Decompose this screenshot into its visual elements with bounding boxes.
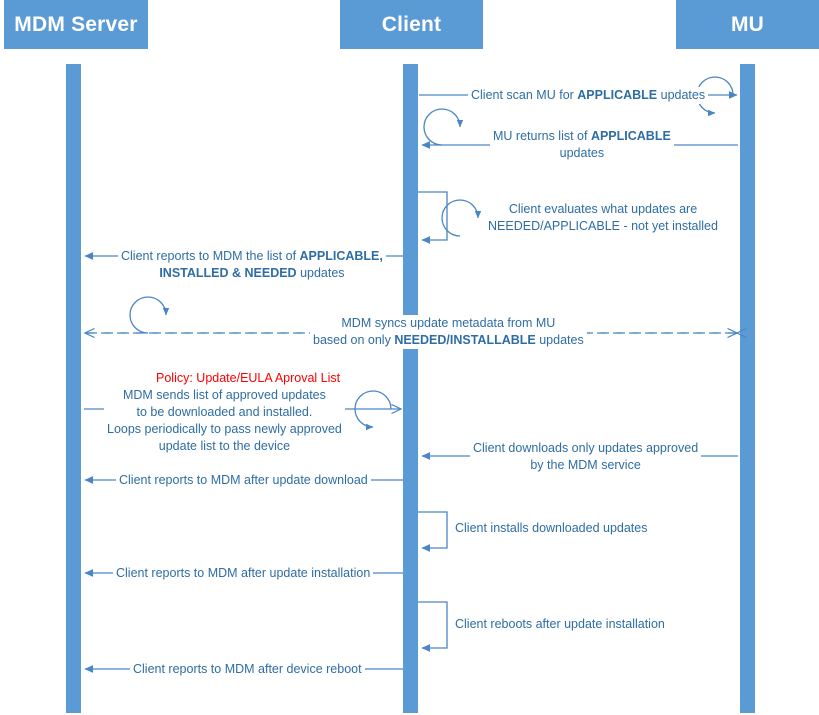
loop-icon-m3 — [441, 199, 482, 237]
lifeline-mu — [740, 64, 755, 713]
loop-icon-m5 — [129, 296, 170, 334]
message-label-m8: Client reports to MDM after update downl… — [116, 472, 371, 489]
actor-header-mu[interactable]: MU — [676, 0, 819, 49]
message-label-m3: Client evaluates what updates are NEEDED… — [488, 202, 718, 233]
actor-header-mdm-server[interactable]: MDM Server — [4, 0, 148, 49]
message-label-m10: Client reports to MDM after update insta… — [113, 565, 374, 582]
message-selfloop-m9 — [418, 511, 448, 552]
message-label-m4: Client reports to MDM the list of APPLIC… — [118, 248, 386, 282]
message-label-m6: MDM sends list of approved updates to be… — [104, 387, 345, 455]
lifeline-client — [403, 64, 418, 713]
actor-header-client[interactable]: Client — [340, 0, 483, 49]
message-label-m11: Client reboots after update installation — [455, 617, 665, 631]
message-label-m12: Client reports to MDM after device reboo… — [130, 661, 365, 678]
message-label-m1: Client scan MU for APPLICABLE updates — [468, 87, 709, 104]
actor-label-mdm-server: MDM Server — [14, 12, 138, 36]
message-label-m7: Client downloads only updates approved b… — [470, 440, 702, 474]
loop-icon-m6 — [354, 390, 392, 431]
actor-label-mu: MU — [730, 12, 765, 36]
message-label-m2: MU returns list of APPLICABLE updates — [490, 128, 674, 162]
message-selfloop-m11 — [418, 601, 448, 652]
actor-label-client: Client — [381, 12, 442, 36]
message-policy-title-m6: Policy: Update/EULA Aproval List — [153, 370, 344, 387]
message-label-m9: Client installs downloaded updates — [455, 521, 648, 535]
message-label-m5: MDM syncs update metadata from MU based … — [310, 315, 587, 349]
message-selfloop-m3 — [418, 191, 482, 244]
lifeline-mdm-server — [66, 64, 81, 713]
loop-icon-m2 — [423, 108, 464, 146]
